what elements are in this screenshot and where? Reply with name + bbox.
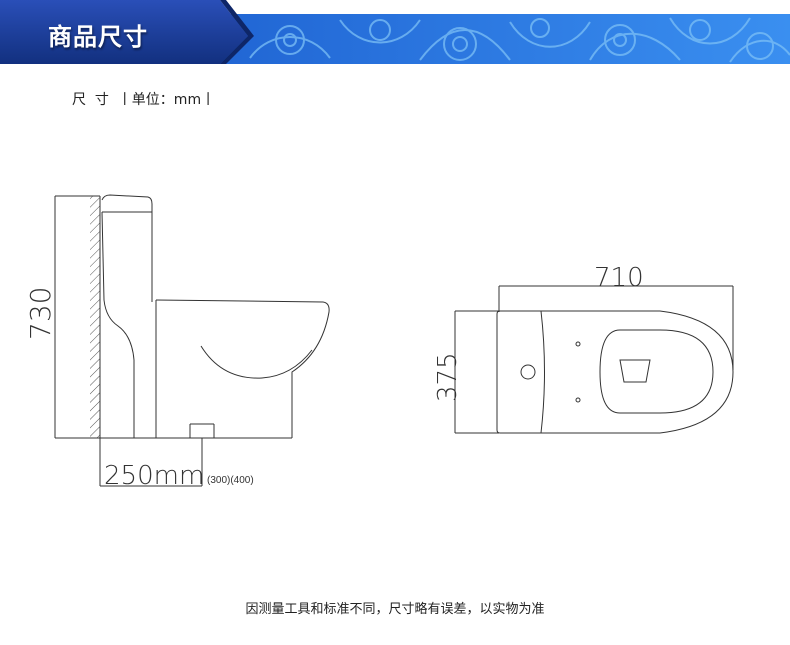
header-banner: 商品尺寸 (0, 0, 790, 70)
rough-in-options: (300)(400) (207, 475, 254, 486)
floral-pattern (249, 17, 790, 63)
bowl-outline (155, 299, 330, 438)
top-view (454, 285, 734, 434)
hinge-hole-bottom (575, 397, 581, 403)
units-line: 尺 寸 丨单位：mm丨 (72, 92, 216, 108)
flush-button (520, 364, 536, 380)
hinge-hole-top (575, 341, 581, 347)
rough-in-label: 250mm (104, 461, 204, 491)
bowl-inner-curve (200, 345, 313, 379)
tank-outline (101, 194, 153, 302)
side-view (54, 194, 330, 487)
length-label: 710 (594, 263, 644, 293)
tank-edge (540, 310, 545, 434)
page-title: 商品尺寸 (48, 23, 148, 51)
height-label: 730 (24, 287, 57, 340)
width-label: 375 (433, 352, 463, 402)
wall-hatch (90, 196, 100, 438)
top-outline (496, 310, 734, 434)
drain-hole (619, 359, 651, 383)
measurement-footnote: 因测量工具和标准不同，尺寸略有误差，以实物为准 (245, 602, 545, 617)
banner-background (0, 0, 790, 70)
bowl-opening (599, 329, 714, 414)
trap-rear-curve (101, 211, 135, 438)
